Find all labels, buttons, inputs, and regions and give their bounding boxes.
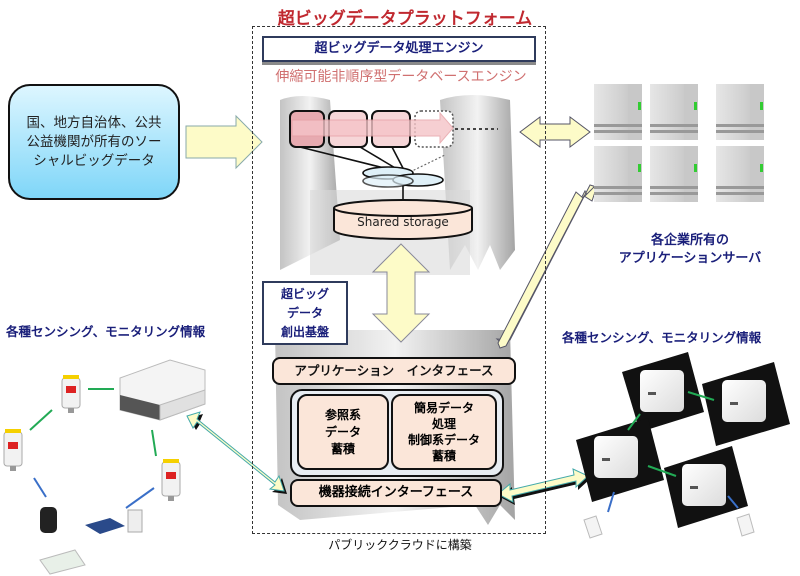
link-arrow bbox=[151, 429, 157, 457]
smart-band-icon bbox=[40, 507, 57, 533]
sensor-tag-icon bbox=[61, 375, 81, 413]
link-arrow bbox=[33, 477, 47, 498]
control-line: 処理 bbox=[431, 417, 456, 431]
server-icon bbox=[650, 84, 698, 140]
device-interface: 機器接続インターフェース bbox=[290, 479, 502, 507]
server-icon bbox=[594, 146, 642, 202]
small-sensor-icon bbox=[736, 513, 755, 537]
link-arrow bbox=[647, 465, 677, 477]
control-line: 制御系データ bbox=[407, 433, 480, 447]
server-label: 各企業所有の アプリケーションサーバ bbox=[590, 232, 790, 268]
cloud-label: パブリッククラウドに構築 bbox=[328, 538, 472, 552]
reference-line: 蓄積 bbox=[330, 441, 355, 456]
social-big-data-source: 国、地方自治体、公共公益機関が所有のソーシャルビッグデータ bbox=[8, 84, 180, 200]
platform-title: 超ビッグデータプラットフォーム bbox=[277, 9, 533, 29]
sensor-cube-icon bbox=[594, 436, 638, 478]
link-arrow bbox=[727, 495, 739, 509]
server-icon bbox=[650, 146, 698, 202]
engine-title-box: 超ビッグデータ処理エンジン bbox=[262, 36, 536, 62]
engine-nodes bbox=[289, 110, 498, 203]
reference-line: 参照系 bbox=[324, 407, 361, 422]
server-icon bbox=[716, 146, 764, 202]
link-arrow bbox=[29, 409, 53, 431]
sensor-tag-icon bbox=[161, 459, 181, 501]
arrow-left-devices bbox=[186, 411, 287, 494]
platform-boundary bbox=[252, 26, 546, 534]
arrow-source-to-platform bbox=[185, 114, 263, 170]
sensor-cube-icon bbox=[640, 370, 684, 412]
creation-base-line3: 創出基盤 bbox=[280, 325, 329, 339]
server-icon bbox=[716, 84, 764, 140]
sensing-label-left: 各種センシング、モニタリング情報 bbox=[6, 324, 206, 339]
shared-storage-cylinder: Shared storage bbox=[333, 199, 473, 240]
server-label-line2: アプリケーションサーバ bbox=[618, 251, 762, 266]
control-data-storage: 簡易データ 処理 制御系データ 蓄積 bbox=[391, 394, 497, 470]
link-arrow bbox=[607, 491, 615, 513]
left-sensor-network bbox=[3, 359, 206, 575]
server-label-line1: 各企業所有の bbox=[650, 233, 729, 248]
sensing-label-right: 各種センシング、モニタリング情報 bbox=[562, 330, 762, 345]
application-servers bbox=[594, 84, 764, 202]
application-interface: アプリケーション インタフェース bbox=[272, 357, 516, 385]
link-arrow bbox=[627, 413, 641, 431]
engine-subtitle: 伸縮可能非順序型データベースエンジン bbox=[275, 69, 527, 85]
blood-pressure-monitor-icon bbox=[85, 509, 143, 534]
arrow-engine-servers bbox=[519, 116, 591, 148]
sensor-cube-icon bbox=[722, 380, 766, 422]
creation-base-line2: データ bbox=[286, 306, 323, 320]
creation-base-line1: 超ビッグ bbox=[280, 287, 329, 301]
link-arrow bbox=[687, 391, 715, 401]
small-sensor-icon bbox=[583, 515, 603, 539]
creation-base-box: 超ビッグ データ 創出基盤 bbox=[262, 281, 348, 345]
sensor-cube-icon bbox=[682, 464, 726, 506]
server-icon bbox=[594, 84, 642, 140]
arrow-storage-appif bbox=[371, 243, 431, 343]
right-sensor-network bbox=[576, 352, 790, 539]
arrow-servers-appif bbox=[495, 182, 602, 349]
control-line: 蓄積 bbox=[431, 449, 456, 463]
sensor-tag-icon bbox=[3, 429, 23, 471]
gateway-device-icon bbox=[119, 359, 206, 421]
control-line: 簡易データ bbox=[413, 401, 474, 415]
scale-icon bbox=[39, 549, 86, 575]
shared-storage-label: Shared storage bbox=[357, 215, 449, 229]
reference-line: データ bbox=[324, 424, 361, 439]
link-arrow bbox=[125, 487, 155, 509]
reference-data-storage: 参照系 データ 蓄積 bbox=[297, 394, 389, 470]
